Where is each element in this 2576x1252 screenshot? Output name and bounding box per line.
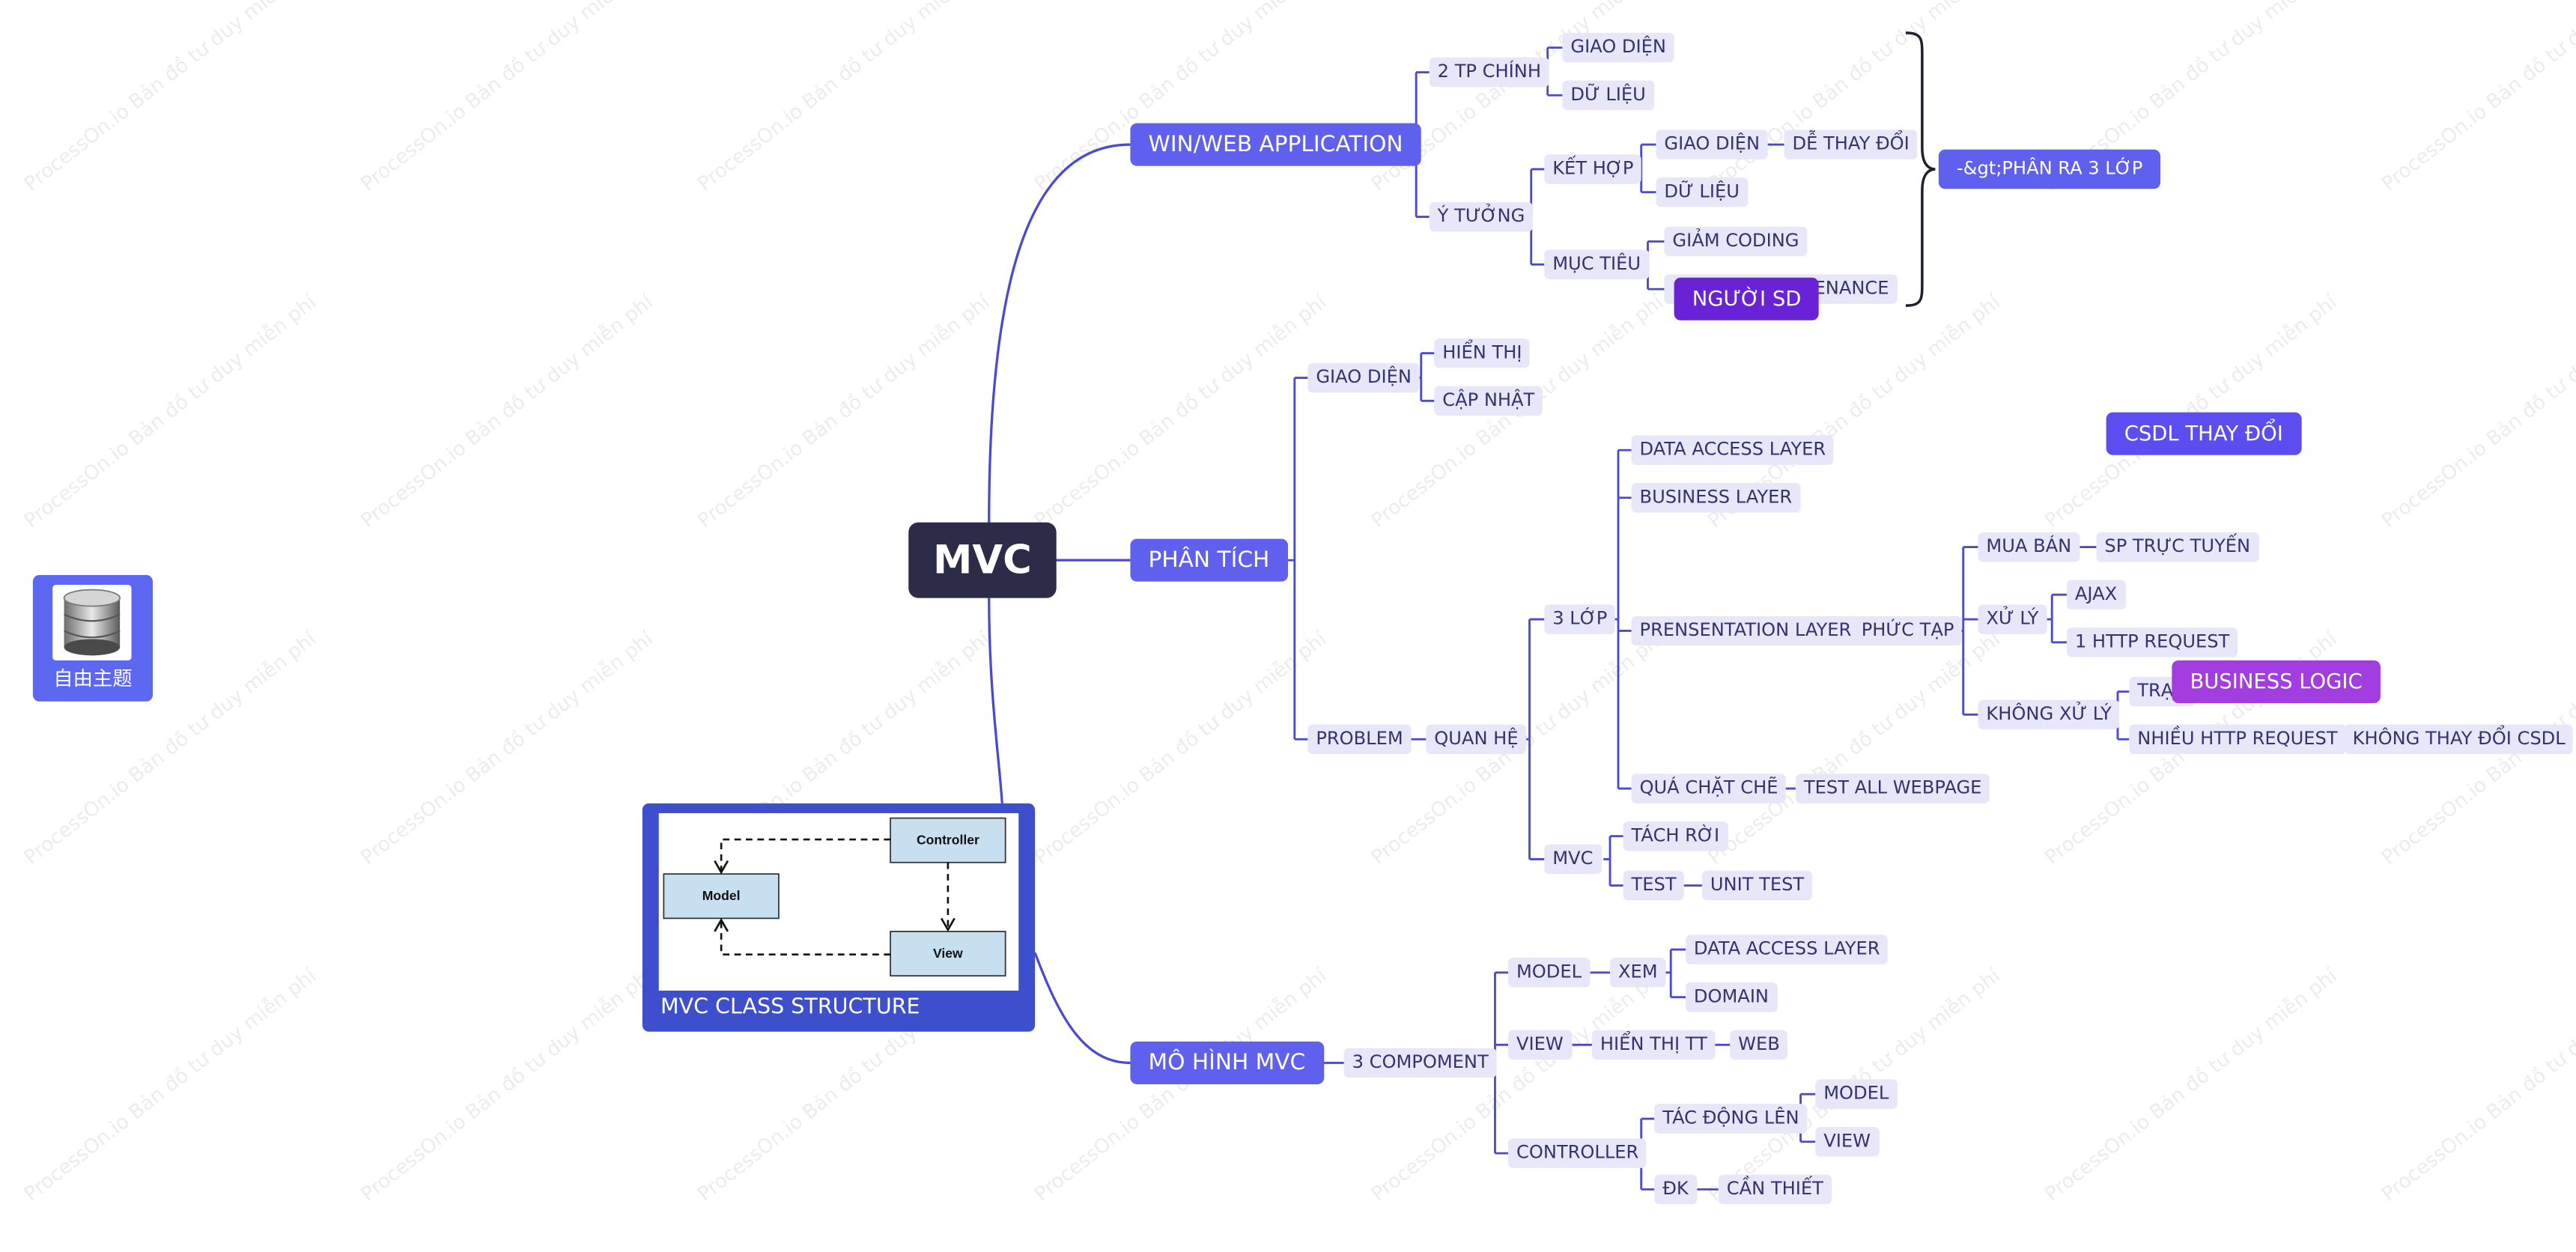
topic-sp-truc-tuyen[interactable]: SP TRỰC TUYẾN (2096, 532, 2259, 562)
branch-mo-hinh-mvc[interactable]: MÔ HÌNH MVC (1130, 1041, 1324, 1084)
topic-ket-hop[interactable]: KẾT HỢP (1544, 154, 1642, 184)
topic-giao-dien-3[interactable]: GIAO DIỆN (1307, 362, 1420, 393)
topic-view-2[interactable]: VIEW (1815, 1127, 1879, 1157)
mvc-card-caption: MVC CLASS STRUCTURE (660, 995, 920, 1021)
topic-khong-thay-doi-csdl[interactable]: KHÔNG THAY ĐỔI CSDL (2344, 724, 2574, 755)
mvc-class-diagram-image: Controller Model View (658, 812, 1019, 991)
topic-can-thiet[interactable]: CẦN THIẾT (1718, 1174, 1832, 1205)
topic-hien-thi[interactable]: HIỂN THỊ (1434, 338, 1531, 368)
topic-y-tuong[interactable]: Ý TƯỞNG (1429, 201, 1534, 232)
topic-quan-he[interactable]: QUAN HỆ (1426, 724, 1527, 755)
topic-business-layer[interactable]: BUSINESS LAYER (1631, 483, 1801, 513)
topic-model[interactable]: MODEL (1508, 958, 1591, 988)
topic-mvc[interactable]: MVC (1544, 844, 1602, 875)
topic-du-lieu-2[interactable]: DỮ LIỆU (1656, 177, 1748, 207)
topic-ajax[interactable]: AJAX (2066, 580, 2126, 610)
topic-giao-dien-2[interactable]: GIAO DIỆN (1656, 130, 1768, 159)
mvc-class-structure-card[interactable]: Controller Model View MVC CLASS (642, 803, 1036, 1032)
topic-model-2[interactable]: MODEL (1815, 1079, 1898, 1109)
topic-cap-nhat[interactable]: CẬP NHẬT (1434, 386, 1543, 416)
topic-dk[interactable]: ĐK (1654, 1174, 1697, 1205)
controller-box-label: Controller (917, 833, 979, 848)
topic-problem[interactable]: PROBLEM (1307, 724, 1412, 755)
topic-2-tp-chinh[interactable]: 2 TP CHÍNH (1429, 57, 1549, 88)
topic-data-access-layer[interactable]: DATA ACCESS LAYER (1631, 435, 1835, 465)
branch-phan-tich[interactable]: PHÂN TÍCH (1130, 538, 1288, 582)
topic-de-thay-doi[interactable]: DỄ THAY ĐỔI (1784, 130, 1918, 159)
branch-win-web-application[interactable]: WIN/WEB APPLICATION (1130, 123, 1421, 166)
topic-unit-test[interactable]: UNIT TEST (1701, 870, 1813, 901)
summary-brace (1905, 31, 1936, 307)
topic-phuc-tap[interactable]: PHỨC TẠP (1853, 616, 1963, 646)
topic-tac-dong-len[interactable]: TÁC ĐỘNG LÊN (1654, 1104, 1808, 1134)
view-box (890, 931, 1006, 977)
topic-domain[interactable]: DOMAIN (1685, 982, 1777, 1012)
topic-view[interactable]: VIEW (1508, 1030, 1572, 1060)
root-topic[interactable]: MVC (908, 522, 1057, 598)
badge-csdl-thay-doi[interactable]: CSDL THAY ĐỔI (2106, 412, 2301, 455)
topic-qua-chat-che[interactable]: QUÁ CHẶT CHẼ (1631, 774, 1787, 803)
floating-topic-label: 自由主题 (53, 666, 133, 690)
topic-test-all-webpage[interactable]: TEST ALL WEBPAGE (1795, 774, 1990, 803)
topic-giao-dien[interactable]: GIAO DIỆN (1562, 32, 1674, 63)
topic-giam-coding[interactable]: GIẢM CODING (1664, 226, 1808, 257)
topic-1-http-request[interactable]: 1 HTTP REQUEST (2066, 627, 2238, 657)
summary-phan-ra-3-lop[interactable]: -&gt;PHÂN RA 3 LỚP (1938, 149, 2161, 189)
topic-xu-ly[interactable]: XỬ LÝ (1978, 604, 2047, 634)
model-box-label: Model (702, 888, 741, 903)
topic-presentation-layer[interactable]: PRENSENTATION LAYER (1631, 616, 1860, 646)
topic-controller[interactable]: CONTROLLER (1508, 1138, 1647, 1168)
topic-test[interactable]: TEST (1623, 870, 1685, 901)
topic-mua-ban[interactable]: MUA BÁN (1978, 532, 2080, 562)
badge-nguoi-sd[interactable]: NGƯỜI SD (1674, 277, 1820, 320)
view-box-label: View (933, 946, 963, 961)
topic-du-lieu[interactable]: DỮ LIỆU (1562, 80, 1654, 110)
topic-data-access-layer-2[interactable]: DATA ACCESS LAYER (1685, 935, 1889, 964)
topic-hien-thi-tt[interactable]: HIỂN THỊ TT (1591, 1030, 1716, 1060)
topic-muc-tieu[interactable]: MỤC TIÊU (1544, 249, 1649, 279)
topic-web[interactable]: WEB (1730, 1030, 1788, 1060)
floating-topic[interactable]: 自由主题 (32, 574, 154, 702)
topic-xem[interactable]: XEM (1610, 958, 1666, 988)
topic-3-compoment[interactable]: 3 COMPOMENT (1343, 1048, 1497, 1078)
topic-3-lop[interactable]: 3 LỚP (1544, 604, 1616, 634)
badge-business-logic[interactable]: BUSINESS LOGIC (2172, 660, 2381, 703)
database-icon (52, 585, 132, 660)
topic-tach-roi[interactable]: TÁCH RỜI (1623, 821, 1728, 851)
topic-nhieu-http-request[interactable]: NHIỀU HTTP REQUEST (2129, 724, 2346, 755)
topic-khong-xu-ly[interactable]: KHÔNG XỬ LÝ (1978, 699, 2120, 730)
